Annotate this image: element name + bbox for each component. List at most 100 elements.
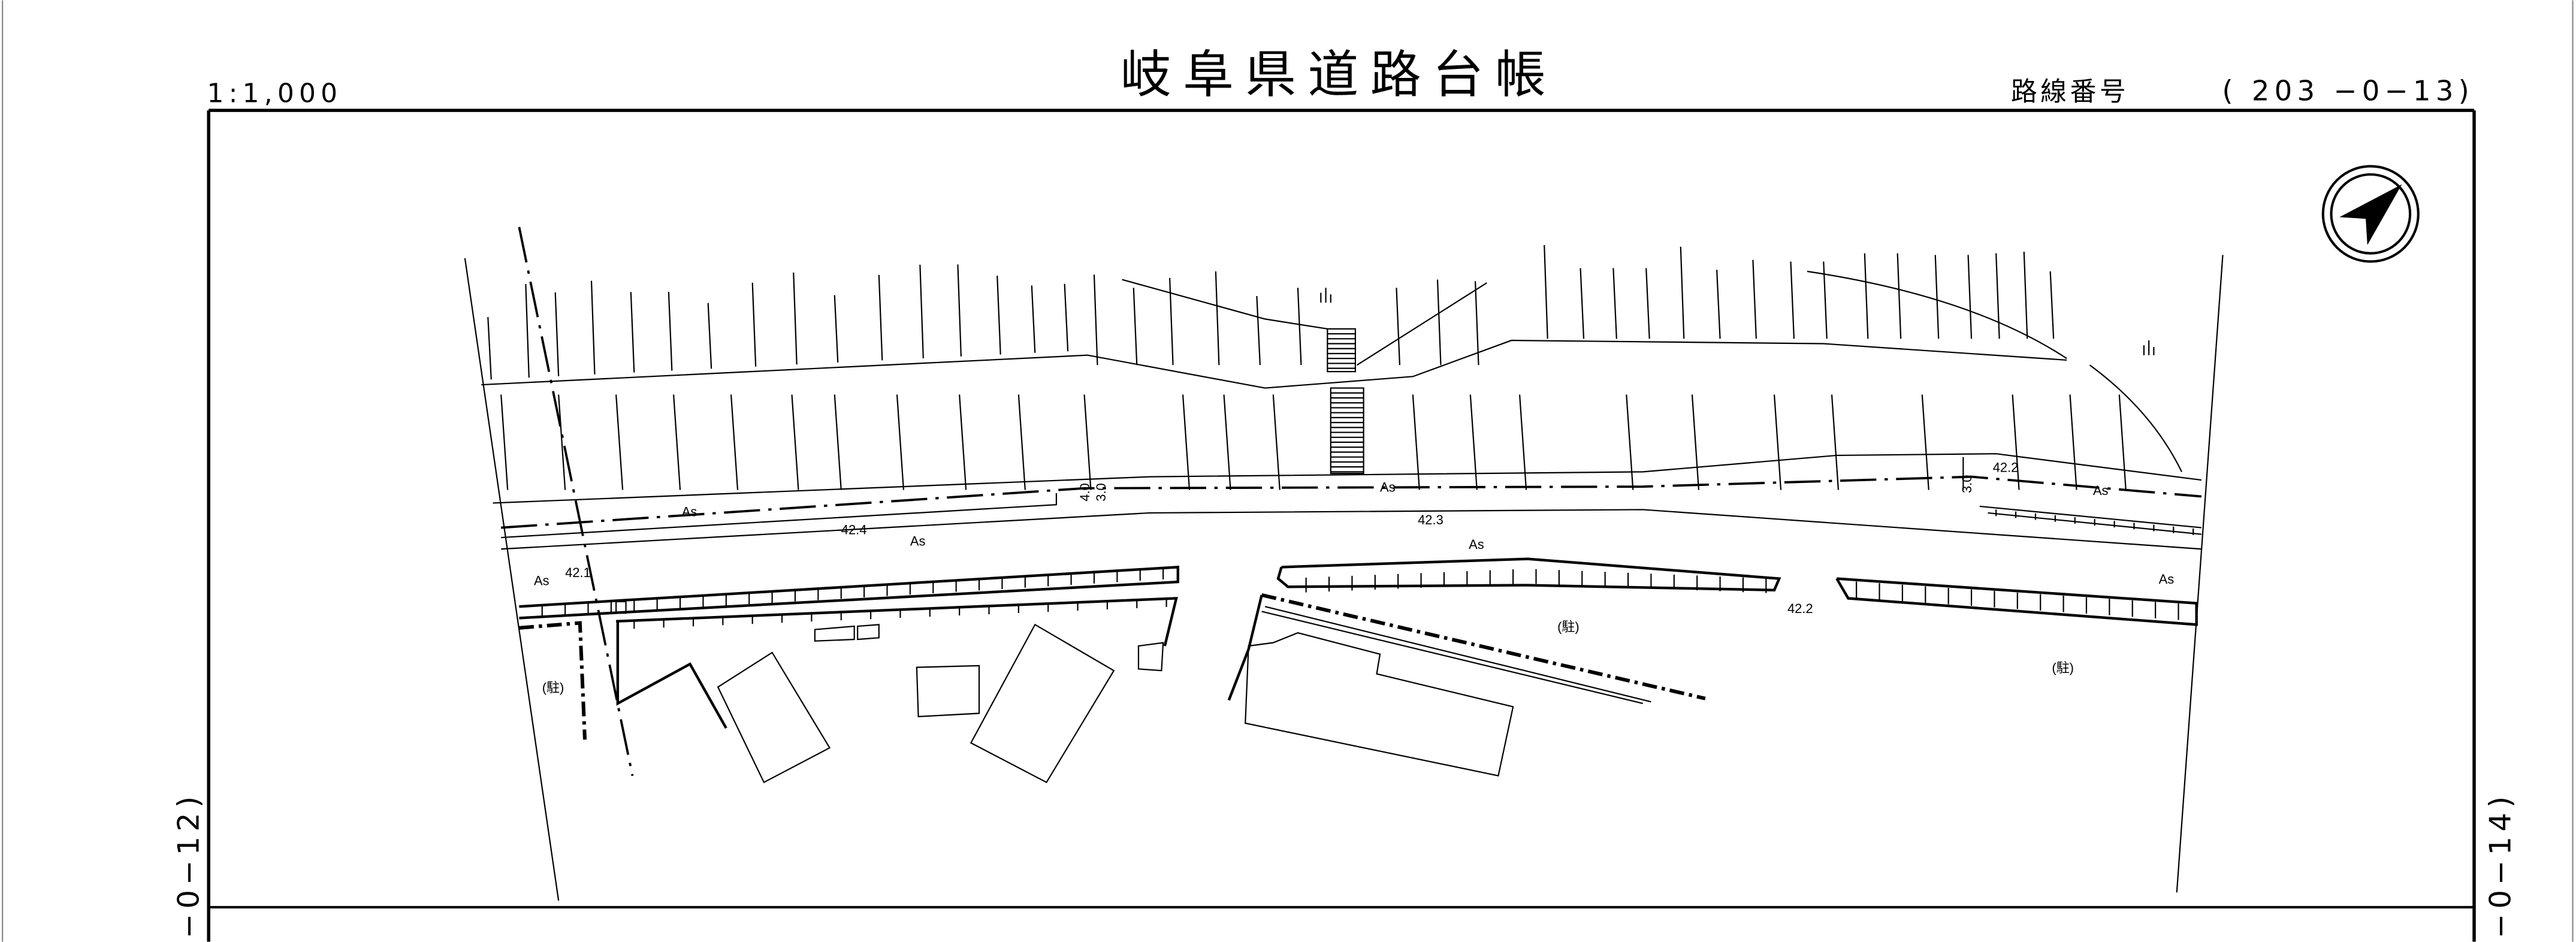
slope-hatch-line — [996, 276, 1001, 355]
property-line — [1773, 394, 1782, 490]
sheet-title: 岐阜県道路台帳 — [1121, 46, 1557, 105]
slope-hatch-line — [833, 295, 839, 363]
route-number: ( 203 −0−13) — [2222, 75, 2474, 107]
slope-hatch-line — [525, 283, 530, 378]
slope-hatch-line — [1544, 244, 1548, 339]
slope-hatch-line — [1716, 270, 1721, 339]
slope-hatch-line — [1064, 283, 1069, 352]
adjacent-sheet-right[interactable]: −0−14) — [2483, 792, 2517, 938]
property-line — [1921, 394, 1929, 490]
property-line — [2069, 394, 2077, 490]
property-line — [2012, 394, 2020, 490]
slope-hatch-line — [1967, 255, 1973, 339]
property-line — [1831, 394, 1840, 490]
elevation-label: 42.2 — [1993, 460, 2019, 475]
fence — [616, 621, 727, 729]
slope-line — [1122, 279, 1328, 330]
map-labels: As As As As As As As 42.4 42.1 42.3 42.2… — [534, 460, 2174, 695]
slope-hatch-line — [1396, 288, 1401, 366]
property-line — [1182, 394, 1191, 490]
admin-boundary — [518, 227, 634, 776]
parking-label: (駐) — [1557, 619, 1580, 634]
map-frame — [207, 108, 2476, 942]
surface-label: As — [534, 573, 549, 588]
surface-label: As — [1469, 537, 1484, 552]
sheet-cut-line-left — [464, 258, 560, 901]
slope-hatch-line — [957, 264, 962, 357]
parking-label: (駐) — [2052, 660, 2074, 675]
slope-line — [2089, 364, 2182, 472]
property-line — [558, 394, 566, 490]
map-linework — [464, 227, 2224, 901]
slope-hatch-line — [1934, 255, 1940, 339]
property-line — [1017, 394, 1026, 490]
adjacent-sheet-left[interactable]: −0−12) — [171, 792, 206, 938]
width-label: 3.0 — [1094, 483, 1109, 501]
wall-line — [1261, 611, 1643, 705]
slope-hatch-line — [1645, 268, 1650, 339]
surface-label: As — [2159, 572, 2175, 587]
slope-hatch-line — [1093, 274, 1098, 366]
road-centerline — [501, 475, 2202, 529]
property-line — [730, 394, 739, 490]
road-lane-line — [501, 509, 2201, 550]
property-line — [1083, 394, 1092, 490]
utility-box — [615, 600, 627, 614]
slope-hatch-line — [1823, 261, 1828, 339]
slope-hatch-line — [919, 264, 924, 359]
elevation-label: 42.4 — [841, 523, 867, 538]
slope-line — [1807, 270, 2067, 360]
property-line — [833, 394, 842, 490]
slope-hatch-line — [1752, 259, 1757, 339]
fence — [1227, 594, 1263, 701]
property-line — [1412, 394, 1420, 490]
slope-hatch-line — [554, 292, 560, 376]
slope-hatch-line — [1297, 288, 1302, 366]
curb-hatching — [541, 509, 2194, 629]
slope-hatch-line — [2023, 251, 2028, 339]
slope-hatch-line — [1256, 295, 1261, 366]
slope-hatch-line — [793, 272, 798, 365]
fence — [616, 597, 1178, 647]
property-line — [2118, 394, 2127, 490]
slope-hatch-line — [1680, 246, 1685, 339]
boundary-line — [1261, 593, 1706, 701]
property-line — [896, 394, 905, 490]
buildings — [717, 623, 1514, 784]
slope-hatch-line — [1436, 279, 1442, 366]
slope-hatch-line — [1896, 253, 1902, 339]
guardrail — [1979, 505, 2201, 529]
property-line — [673, 394, 681, 490]
route-number-label: 路線番号 — [2011, 77, 2129, 107]
property-line — [1272, 394, 1281, 490]
property-lines — [500, 394, 2127, 490]
slope-hatch-line — [1474, 281, 1479, 366]
vegetation-symbol-icon — [1320, 288, 2155, 355]
curb-south-east — [1835, 577, 2198, 626]
slope-hatch-line — [1580, 268, 1585, 339]
elevation-label: 42.2 — [1787, 601, 1813, 616]
road-edge-north — [493, 453, 2202, 504]
property-line — [615, 394, 624, 490]
slope-hatch-line — [1612, 268, 1617, 339]
slope-hatch-line — [668, 291, 673, 371]
embankment-top — [481, 339, 2067, 389]
slope-hatch-line — [630, 292, 635, 373]
surface-label: As — [1380, 479, 1396, 494]
curb-south-mid — [1276, 557, 1781, 591]
slope-hatch-line — [1031, 285, 1036, 353]
property-line — [1691, 394, 1700, 490]
surface-label: As — [2093, 483, 2109, 498]
slope-hatch-line — [1995, 253, 2000, 339]
elevation-label: 42.1 — [565, 565, 591, 580]
sheet-cut-line-right — [2176, 255, 2224, 893]
curb-south-west — [519, 566, 1179, 620]
stairs — [1327, 328, 1364, 475]
property-line — [1518, 394, 1527, 490]
slope-hatch-line — [1133, 288, 1138, 366]
property-line — [500, 394, 509, 490]
slope-hatch-line — [1790, 261, 1795, 339]
surface-label: As — [910, 534, 926, 549]
sidewalk-line — [501, 493, 1058, 539]
